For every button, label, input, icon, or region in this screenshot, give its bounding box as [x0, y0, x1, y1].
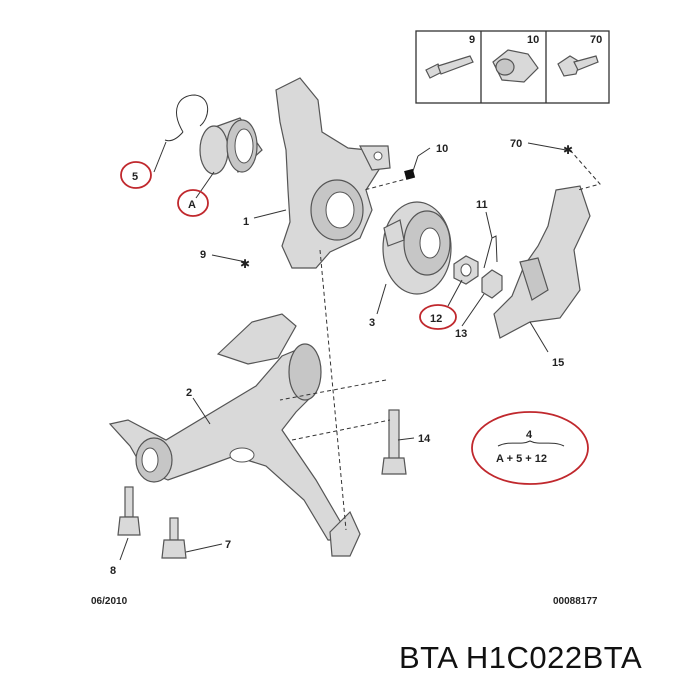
- highlight-ring-a: [177, 189, 209, 217]
- highlight-ring-5: [120, 161, 152, 189]
- diagram-date: 06/2010: [91, 596, 128, 607]
- callout-10: 10: [436, 143, 448, 155]
- assembly-line-70: [569, 149, 601, 191]
- callout-a: A: [188, 199, 196, 211]
- highlight-ring-12: [419, 304, 457, 330]
- star-marker-9: ✱: [240, 257, 250, 271]
- kit-4-formula: 4 A + 5 + 12: [496, 429, 565, 465]
- brake-backplate-15: [493, 185, 591, 339]
- callout-8: 8: [110, 565, 116, 577]
- kit-formula-text: A + 5 + 12: [496, 453, 547, 465]
- square-marker-10: [404, 168, 416, 180]
- star-marker-70: ✱: [563, 143, 573, 157]
- legend-number-10: 10: [527, 34, 539, 46]
- callout-14: 14: [418, 433, 431, 445]
- brand-part-number: BTA H1C022BTA: [399, 640, 643, 675]
- bolt-70-thumbnail: [557, 55, 599, 77]
- steering-knuckle-1: [275, 77, 391, 269]
- diagram-code: 00088177: [553, 596, 598, 607]
- assembly-line-lower: [319, 249, 347, 531]
- callout-2: 2: [186, 387, 192, 399]
- callout-5: 5: [132, 171, 138, 183]
- highlight-ring-kit-4: [471, 411, 589, 485]
- lower-control-arm-2: [108, 313, 361, 557]
- callout-70: 70: [510, 138, 522, 150]
- wheel-hub-3: [382, 201, 452, 295]
- fastener-legend-box: 9 10 70: [415, 30, 610, 104]
- callout-1: 1: [243, 216, 249, 228]
- bolt-8: [117, 486, 141, 536]
- bolt-14: [381, 409, 407, 475]
- callout-4: 4: [526, 429, 533, 441]
- assembly-line-10: [363, 177, 411, 191]
- callout-7: 7: [225, 539, 231, 551]
- callout-15: 15: [552, 357, 564, 369]
- legend-number-9: 9: [469, 34, 475, 46]
- circlip-5: [164, 94, 209, 142]
- wheel-bearing-a: [199, 117, 263, 175]
- split-pin-11: [483, 235, 498, 269]
- bolt-9-thumbnail: [425, 55, 474, 79]
- lock-washer-13: [481, 269, 503, 299]
- legend-number-70: 70: [590, 34, 602, 46]
- assembly-line-bolt14: [279, 379, 391, 441]
- hub-nut-12: [453, 255, 479, 285]
- callout-11: 11: [476, 199, 488, 211]
- bolt-7: [161, 517, 187, 559]
- callout-3: 3: [369, 317, 375, 329]
- nut-10-thumbnail: [492, 49, 539, 83]
- callout-9: 9: [200, 249, 206, 261]
- callout-12: 12: [430, 313, 442, 325]
- callout-13: 13: [455, 328, 467, 340]
